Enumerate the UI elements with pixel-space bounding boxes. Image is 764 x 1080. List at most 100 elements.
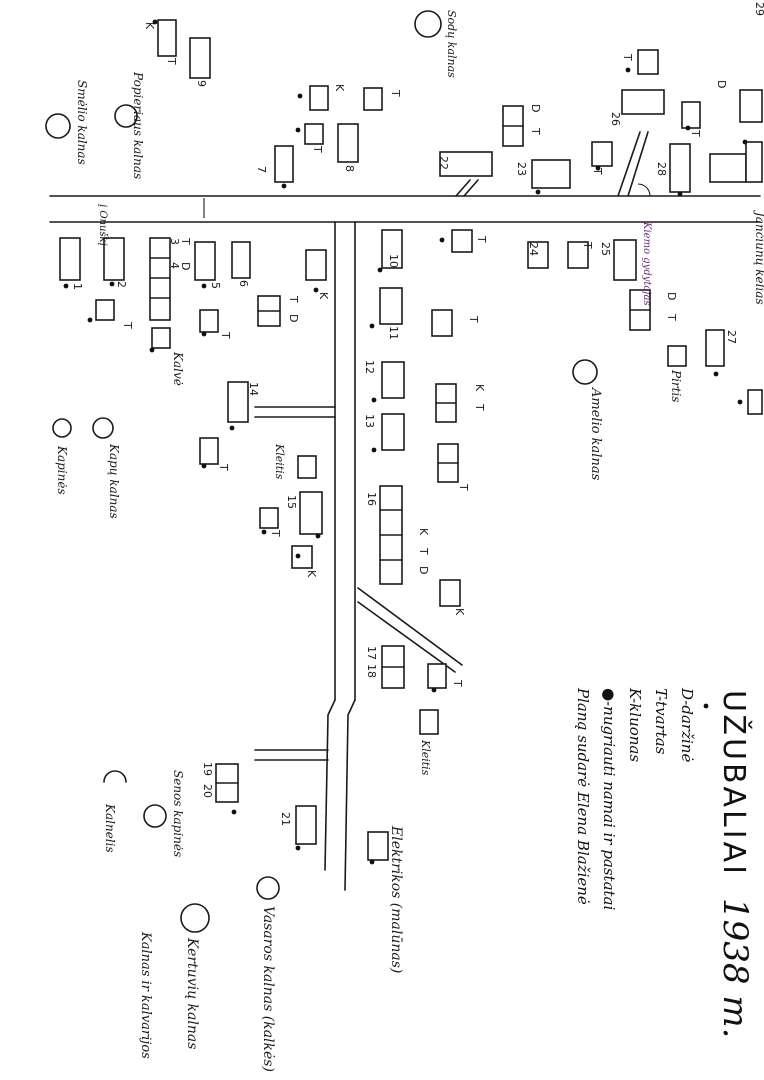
letter-t: T xyxy=(269,529,282,537)
label-sodu-kalnas: Sodų kalnas xyxy=(445,10,458,78)
building xyxy=(291,545,313,569)
building xyxy=(297,455,317,479)
hill-smelio xyxy=(45,113,71,139)
label-smelio-kalnas: Smėlio kalnas xyxy=(75,80,89,165)
building xyxy=(231,241,251,279)
house-number: 12 xyxy=(363,360,376,374)
building xyxy=(381,413,405,451)
hills xyxy=(45,10,598,933)
building xyxy=(747,389,763,415)
building xyxy=(381,229,403,269)
house-number: 16 xyxy=(365,492,378,506)
letter-t: T xyxy=(451,679,464,687)
letter-t: T xyxy=(689,129,702,137)
branch-road-edge-b xyxy=(357,601,456,673)
road-corner-arc xyxy=(637,183,651,197)
letter-d: D xyxy=(417,566,430,574)
building xyxy=(419,709,439,735)
building xyxy=(451,229,473,253)
house-number: 1 xyxy=(71,283,84,290)
hill-sodu xyxy=(414,10,442,38)
letter-t: T xyxy=(457,483,470,491)
building xyxy=(427,663,447,689)
house-number: 7 xyxy=(255,166,268,173)
building xyxy=(59,237,81,281)
roads xyxy=(49,131,761,891)
label-kalve: Kalvė xyxy=(171,351,185,386)
label-kalnelis: Kalnelis xyxy=(103,803,117,853)
letter-t: T xyxy=(581,241,594,249)
label-kertuviu-kalnas: Kertuvių kalnas xyxy=(184,937,200,1049)
demolished-markers xyxy=(63,19,748,865)
house-number: 23 xyxy=(515,162,528,176)
building xyxy=(151,327,171,349)
letter-d: D xyxy=(665,292,678,300)
house-number: 13 xyxy=(363,414,376,428)
house-number: 6 xyxy=(237,280,250,287)
building xyxy=(531,159,571,189)
house-number: 29 xyxy=(753,2,764,16)
label-kapines: Kapinės xyxy=(55,445,69,495)
house-number: 9 xyxy=(195,80,208,87)
building xyxy=(194,241,216,281)
label-road-onuskis: į Onuškį xyxy=(97,204,108,246)
letter-k: K xyxy=(317,292,330,300)
map-title: UŽUBALIAI xyxy=(716,690,752,877)
building xyxy=(363,87,383,111)
house-number: 2 xyxy=(115,281,128,288)
building xyxy=(739,89,763,123)
label-kapu-kalnas: Kapų kalnas xyxy=(107,443,121,519)
diagonal-lane-a xyxy=(617,131,641,197)
letter-t: T xyxy=(529,127,542,135)
building xyxy=(745,141,763,183)
letter-t: T xyxy=(665,313,678,321)
house-number: 3 xyxy=(168,238,181,245)
legend-item-k: K-kluonas xyxy=(626,687,644,762)
hill-kalnelis xyxy=(103,770,127,783)
building xyxy=(199,437,219,465)
house-number: 28 xyxy=(655,162,668,176)
building xyxy=(527,241,549,269)
letter-t: T xyxy=(219,331,232,339)
letter-t: T xyxy=(165,57,178,65)
building xyxy=(149,237,171,321)
letter-t: T xyxy=(591,167,604,175)
letter-t: T xyxy=(311,145,324,153)
building xyxy=(381,361,405,399)
building xyxy=(439,151,493,177)
label-kletis-2: Kleitis xyxy=(419,739,432,776)
letter-d: D xyxy=(287,314,300,322)
hill-vasaros xyxy=(256,876,280,900)
house-number: 5 xyxy=(209,282,222,289)
label-jianciunu-kelias: Jančiūnų kelias xyxy=(753,209,764,305)
house-number: 4 xyxy=(168,262,181,269)
hill-kertuviu xyxy=(180,903,210,933)
map-year: 1938 m. xyxy=(715,898,755,1038)
label-vasaros-kalnas: Vasaros kalnas (kalkės) xyxy=(260,906,276,1072)
house-number: 15 xyxy=(285,495,298,509)
house-number: 10 xyxy=(387,254,400,268)
letter-t: T xyxy=(217,463,230,471)
house-number: 25 xyxy=(599,242,612,256)
short-lane-b xyxy=(463,179,479,197)
house-number: 8 xyxy=(343,165,356,172)
building xyxy=(669,143,691,193)
letter-t: T xyxy=(467,315,480,323)
place-labels: Sodų kalnas Popieriaus kalnas Smėlio kal… xyxy=(55,10,764,1072)
building-letters: K T K T T D T T T D T T D T T T D K T T … xyxy=(121,22,728,687)
house-number: 19 xyxy=(201,762,214,776)
label-senos-kapines: Senos kapinės xyxy=(171,770,185,857)
vertical-road-left-lower xyxy=(324,699,336,871)
letter-d: D xyxy=(715,80,728,88)
house-number: 17 xyxy=(365,646,378,660)
hill-senos-kapines xyxy=(143,804,167,828)
building xyxy=(103,237,125,281)
building xyxy=(199,309,219,333)
legend-item-t: T-tvartas xyxy=(652,688,670,755)
house-numbers: 1 2 3 4 5 6 7 8 9 10 11 12 13 14 15 16 1… xyxy=(71,2,764,826)
building xyxy=(681,101,701,129)
building xyxy=(613,239,637,281)
letter-t: T xyxy=(475,235,488,243)
building xyxy=(274,145,294,183)
